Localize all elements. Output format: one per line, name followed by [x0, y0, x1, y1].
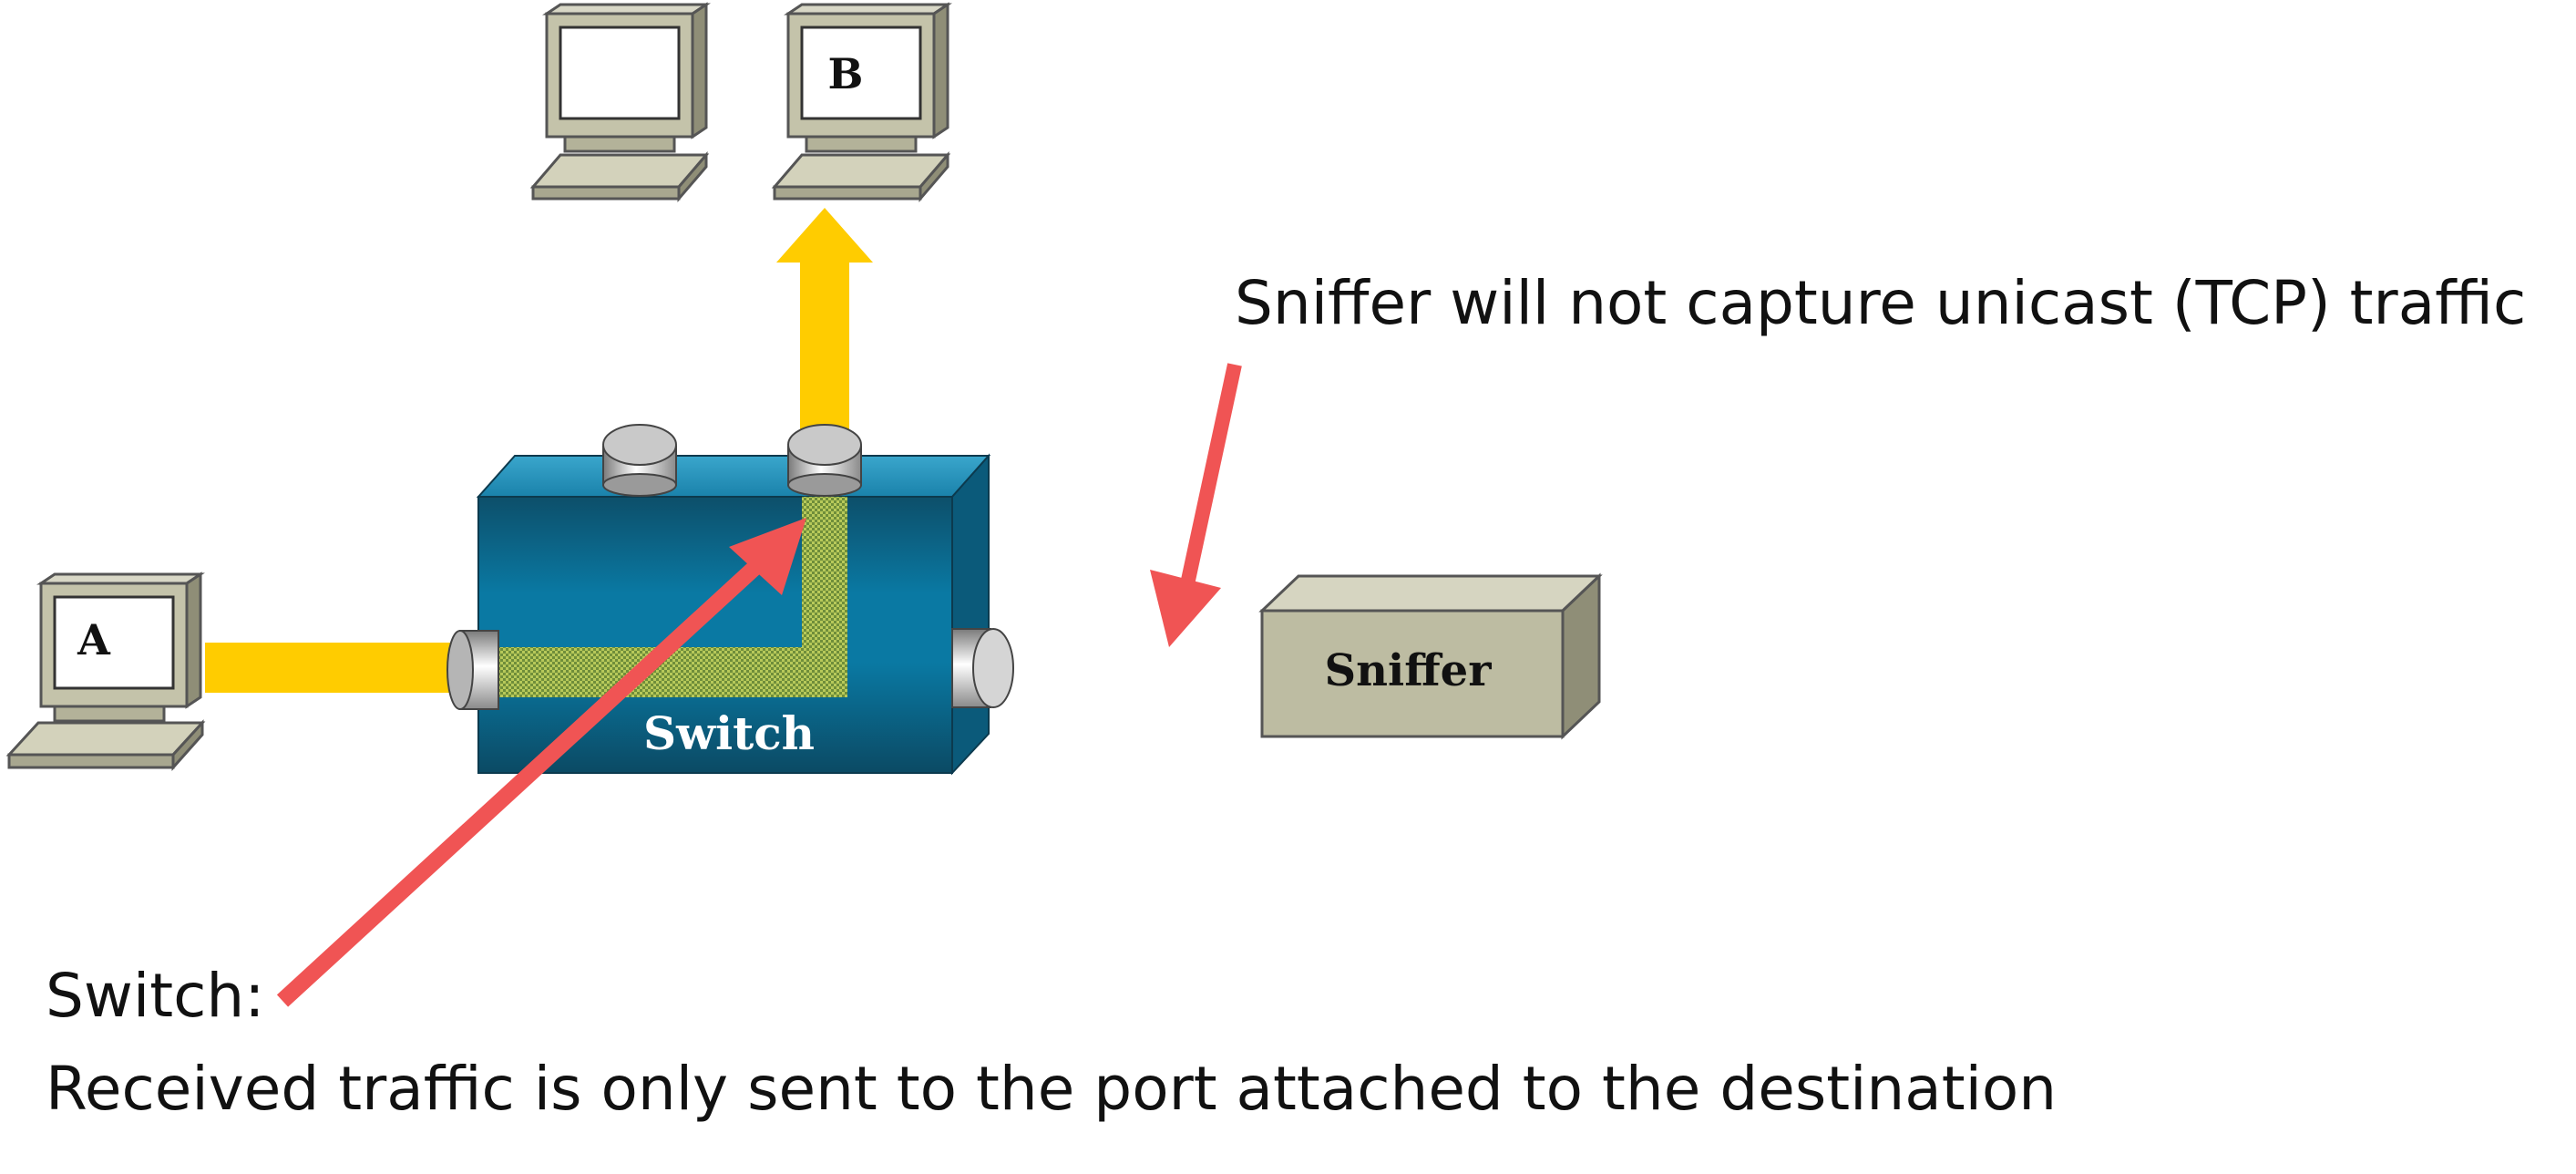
- annotation-arrow-to-sniffer: [1150, 363, 1242, 647]
- pc-b-screen: [800, 26, 922, 120]
- switch-port-left: [446, 630, 499, 710]
- sniffer-label: Sniffer: [1324, 645, 1492, 696]
- switch-note-description: Received traffic is only sent to the por…: [46, 1054, 2058, 1124]
- pc-b-label: B: [828, 49, 864, 98]
- sniffer-device: Sniffer: [1258, 572, 1603, 740]
- switch-port-top-left: [602, 424, 677, 497]
- switch-internal-path: [478, 497, 847, 697]
- pc-a-screen: [53, 595, 175, 690]
- pc-b: B: [771, 2, 952, 203]
- pc-a-label: A: [77, 615, 111, 664]
- switch-note-title: Switch:: [46, 961, 265, 1031]
- pc-top-left-screen: [559, 26, 681, 120]
- switch-label: Switch: [643, 706, 815, 760]
- traffic-flow-to-b: [776, 208, 873, 447]
- switch-port-right: [951, 628, 1014, 708]
- switch-port-top-right: [787, 424, 862, 497]
- switch: Switch: [446, 424, 1014, 776]
- traffic-flow-from-a: [205, 643, 474, 693]
- pc-top-left: [529, 2, 711, 203]
- annotation-arrow-to-switch-port: [276, 518, 806, 1007]
- pc-a: A: [5, 572, 206, 771]
- sniffer-note: Sniffer will not capture unicast (TCP) t…: [1235, 268, 2527, 338]
